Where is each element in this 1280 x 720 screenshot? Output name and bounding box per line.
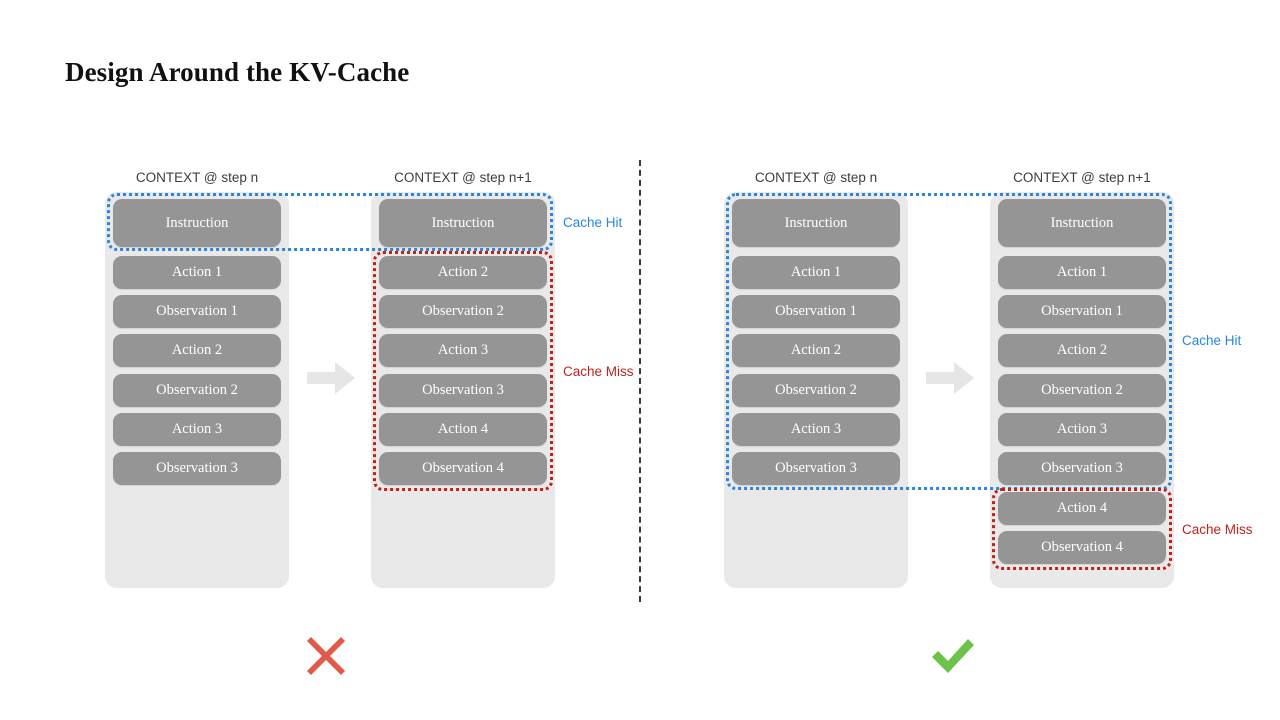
right-step-n1-block-5[interactable]: Action 3: [998, 413, 1166, 446]
right-step-n-header: CONTEXT @ step n: [754, 170, 878, 185]
left-step-n1-block-3[interactable]: Action 3: [379, 334, 547, 367]
right-cache-miss-label: Cache Miss: [1182, 522, 1253, 537]
right-step-n1-header: CONTEXT @ step n+1: [1013, 170, 1151, 185]
right-step-n-block-6[interactable]: Observation 3: [732, 452, 900, 485]
left-step-n1-block-0[interactable]: Instruction: [379, 199, 547, 247]
right-step-n-block-2[interactable]: Observation 1: [732, 295, 900, 328]
right-step-n1-block-7[interactable]: Action 4: [998, 492, 1166, 525]
left-verdict-cross-icon: [307, 637, 345, 675]
right-step-n-block-0[interactable]: Instruction: [732, 199, 900, 247]
left-flow-arrow-icon: [307, 362, 355, 394]
left-step-n-block-1[interactable]: Action 1: [113, 256, 281, 289]
right-step-n-block-4[interactable]: Observation 2: [732, 374, 900, 407]
left-step-n1-block-5[interactable]: Action 4: [379, 413, 547, 446]
vertical-divider: [639, 160, 641, 602]
right-verdict-check-icon: [932, 639, 974, 673]
left-step-n-block-4[interactable]: Observation 2: [113, 374, 281, 407]
right-step-n-block-1[interactable]: Action 1: [732, 256, 900, 289]
right-step-n1-block-8[interactable]: Observation 4: [998, 531, 1166, 564]
right-step-n1-block-4[interactable]: Observation 2: [998, 374, 1166, 407]
left-step-n-block-3[interactable]: Action 2: [113, 334, 281, 367]
right-step-n1-block-6[interactable]: Observation 3: [998, 452, 1166, 485]
left-cache-miss-label: Cache Miss: [563, 364, 634, 379]
right-step-n1-block-0[interactable]: Instruction: [998, 199, 1166, 247]
left-step-n1-block-2[interactable]: Observation 2: [379, 295, 547, 328]
left-step-n-block-5[interactable]: Action 3: [113, 413, 281, 446]
left-cache-hit-label: Cache Hit: [563, 215, 623, 230]
right-step-n-block-3[interactable]: Action 2: [732, 334, 900, 367]
left-step-n1-header: CONTEXT @ step n+1: [394, 170, 532, 185]
right-step-n1-block-2[interactable]: Observation 1: [998, 295, 1166, 328]
right-step-n1-block-3[interactable]: Action 2: [998, 334, 1166, 367]
left-step-n1-block-4[interactable]: Observation 3: [379, 374, 547, 407]
left-step-n-block-2[interactable]: Observation 1: [113, 295, 281, 328]
left-step-n-block-0[interactable]: Instruction: [113, 199, 281, 247]
right-step-n1-block-1[interactable]: Action 1: [998, 256, 1166, 289]
right-step-n-block-5[interactable]: Action 3: [732, 413, 900, 446]
left-step-n1-block-1[interactable]: Action 2: [379, 256, 547, 289]
right-flow-arrow-icon: [926, 362, 974, 394]
right-cache-hit-label: Cache Hit: [1182, 333, 1242, 348]
left-step-n1-block-6[interactable]: Observation 4: [379, 452, 547, 485]
left-step-n-block-6[interactable]: Observation 3: [113, 452, 281, 485]
left-step-n-header: CONTEXT @ step n: [135, 170, 259, 185]
page-title: Design Around the KV-Cache: [65, 57, 410, 87]
